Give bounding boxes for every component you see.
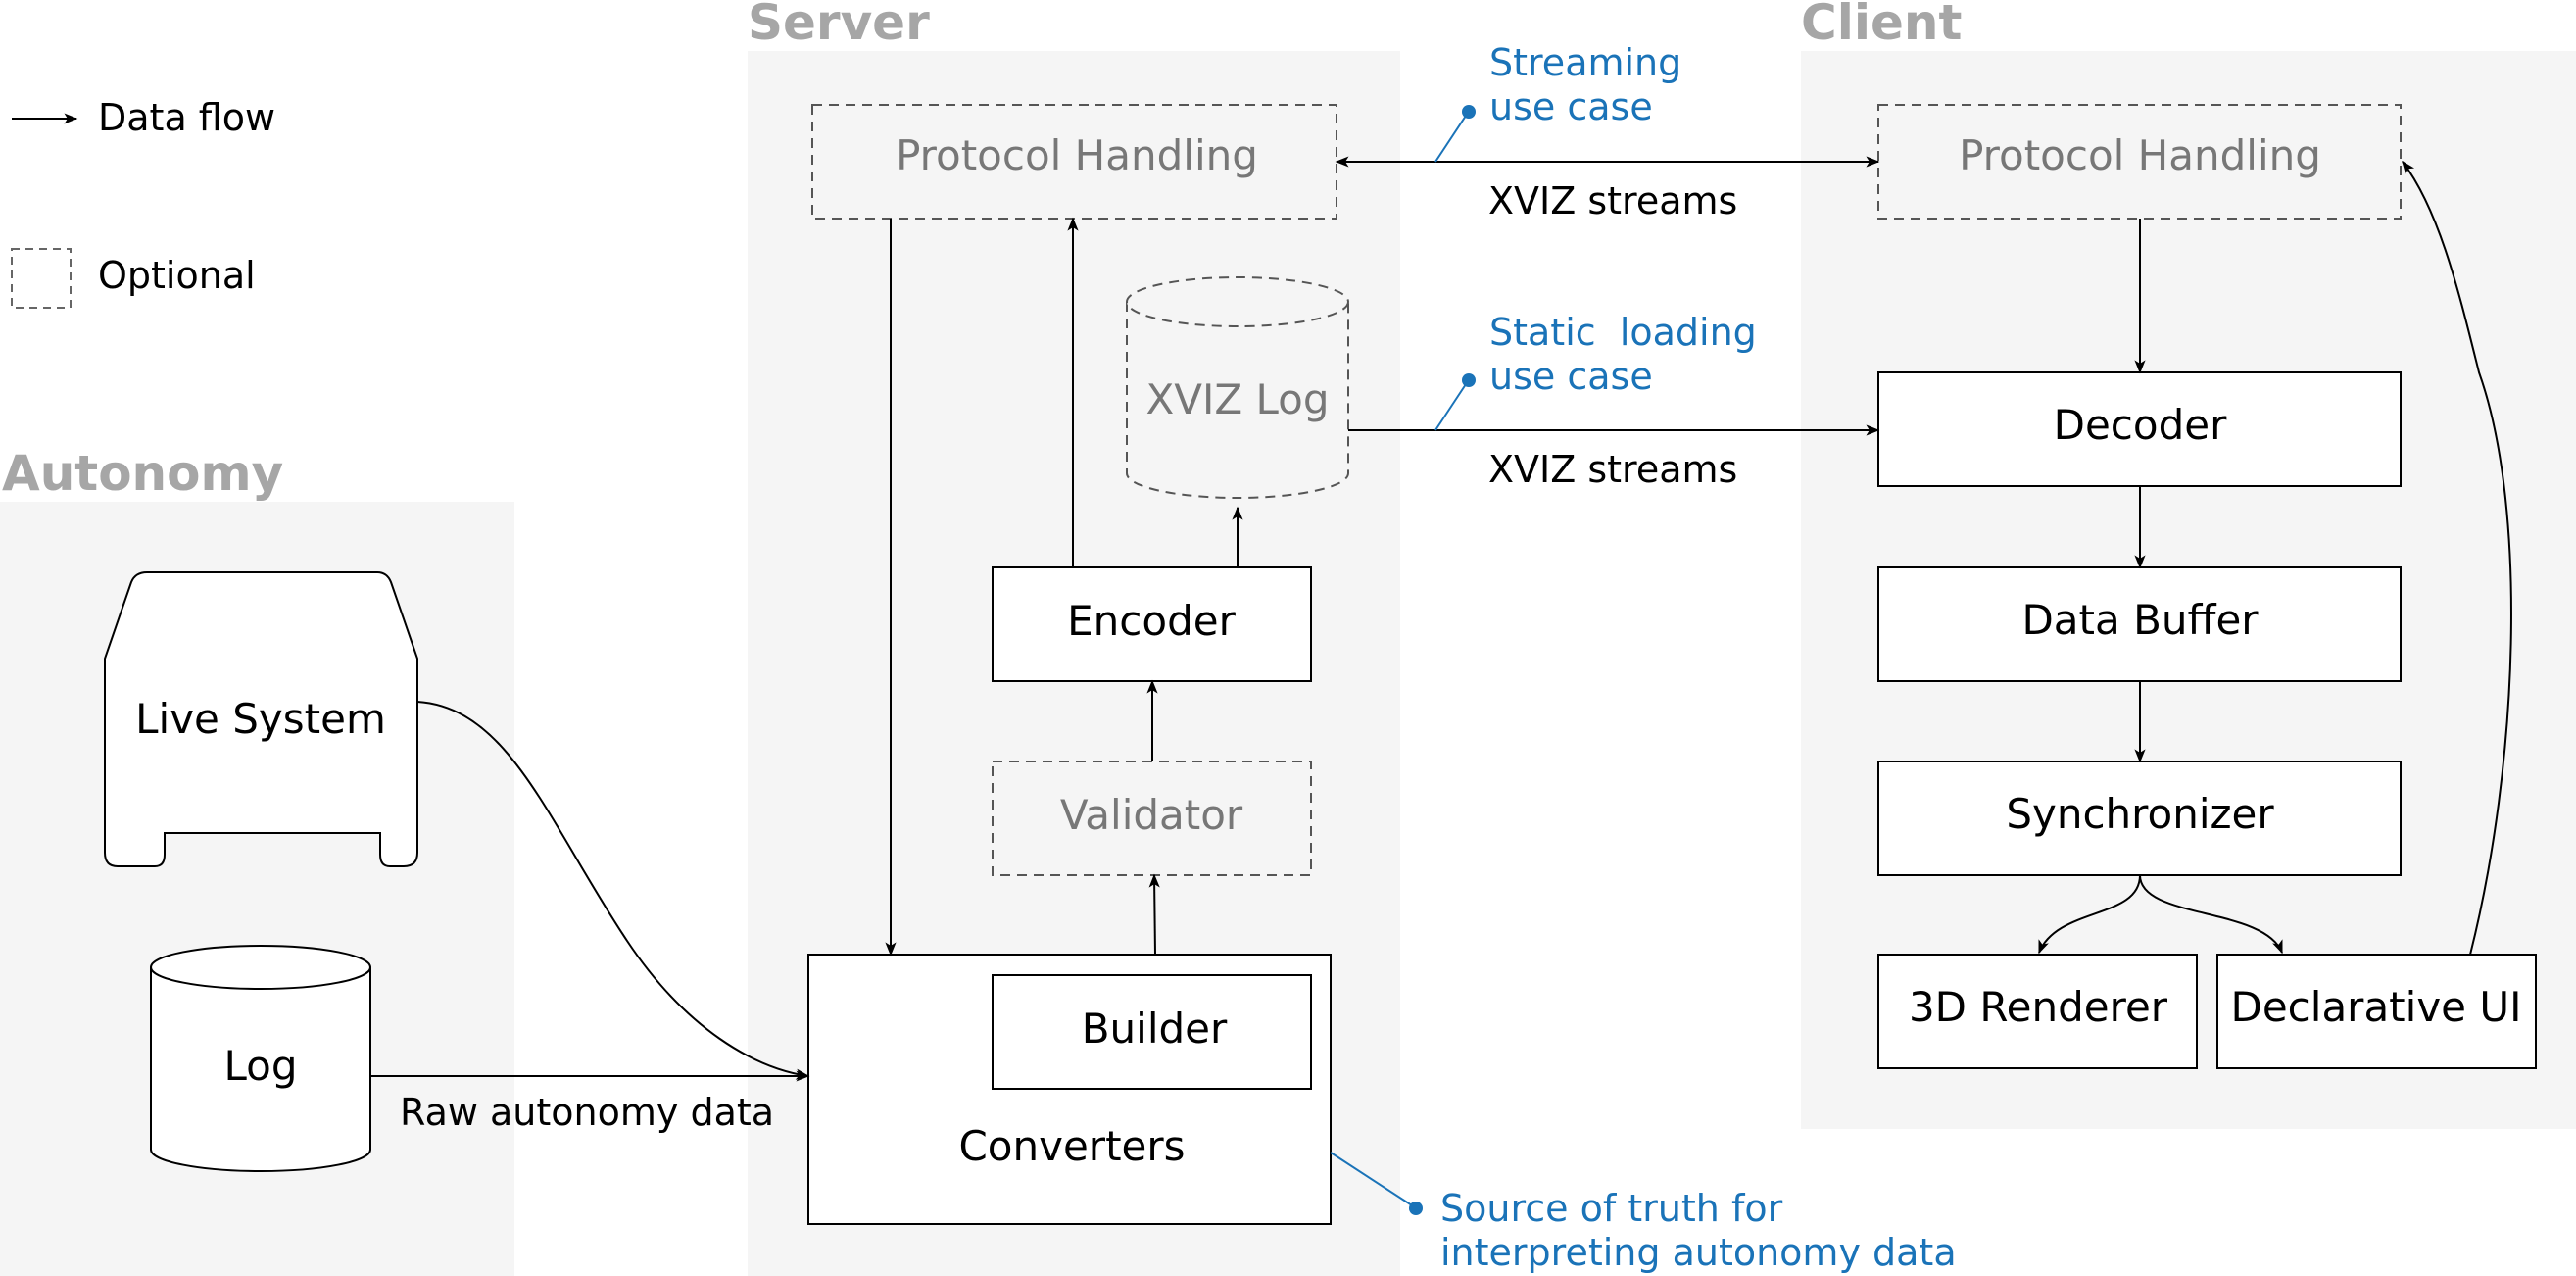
xviz-log-cylinder [1126,276,1349,499]
edges [370,156,2512,1082]
server-region-title: Server [748,0,930,51]
edge-synchronizer-to-renderer [2038,874,2141,955]
annotation-static-line2: use case [1489,355,1653,398]
edge-label-raw-autonomy-data: Raw autonomy data [400,1091,774,1134]
converters-label: Converters [958,1122,1185,1170]
declarative-ui-label: Declarative UI [2231,983,2522,1031]
xviz-log-label: XVIZ Log [1145,375,1329,423]
annotation-streaming-line2: use case [1489,85,1653,128]
edge-synchronizer-to-declarative-ui [2139,874,2283,955]
annotation-source-dot [1409,1202,1423,1215]
synchronizer-box [1877,761,2402,876]
validator-label: Validator [1060,791,1243,839]
renderer-3d-label: 3D Renderer [1909,983,2168,1031]
encoder-label: Encoder [1067,597,1236,645]
edge-declarative-ui-to-protocol [2402,160,2512,956]
data-buffer-label: Data Buffer [2021,596,2259,644]
annotation-static-line1: Static loading [1489,311,1757,354]
live-system-vehicle-shape [104,571,418,867]
annotation-source-pointer [1330,1152,1416,1208]
declarative-ui-box [2216,954,2537,1069]
synchronizer-label: Synchronizer [2006,790,2274,838]
decoder-label: Decoder [2054,401,2227,449]
annotation-static-loading: Static loading use case [1434,311,1757,431]
legend-optional-label: Optional [98,254,256,297]
annotation-static-dot [1462,373,1476,387]
edge-label-streams-bottom: XVIZ streams [1488,448,1737,491]
annotation-streaming-line1: Streaming [1489,41,1681,84]
encoder-box [992,566,1312,682]
annotation-static-pointer [1434,380,1469,431]
server-protocol-handling-label: Protocol Handling [896,131,1258,179]
annotation-source-of-truth: Source of truth for interpreting autonom… [1330,1152,1957,1274]
decoder-box [1877,371,2402,487]
annotation-source-line1: Source of truth for [1440,1187,1783,1230]
autonomy-region-title: Autonomy [2,445,283,502]
edge-label-streams-top: XVIZ streams [1488,179,1737,222]
client-protocol-handling-box [1877,104,2402,220]
validator-box [992,761,1312,876]
builder-box [992,974,1312,1090]
edge-converters-to-validator [1148,873,1160,956]
legend-optional-swatch [11,248,72,309]
annotation-streaming: Streaming use case [1434,41,1681,163]
client-protocol-handling-label: Protocol Handling [1959,131,2321,179]
annotation-streaming-pointer [1434,112,1469,163]
log-label: Log [223,1042,297,1090]
renderer-3d-box [1877,954,2198,1069]
edge-live-system-to-converters [416,701,810,1080]
log-cylinder [150,945,371,1172]
client-region-title: Client [1801,0,1962,51]
annotation-source-line2: interpreting autonomy data [1440,1231,1957,1274]
legend-data-flow-label: Data flow [98,96,275,139]
live-system-label: Live System [135,695,386,743]
legend: Data flow Optional [11,96,275,309]
annotation-streaming-dot [1462,105,1476,119]
builder-label: Builder [1082,1005,1228,1053]
